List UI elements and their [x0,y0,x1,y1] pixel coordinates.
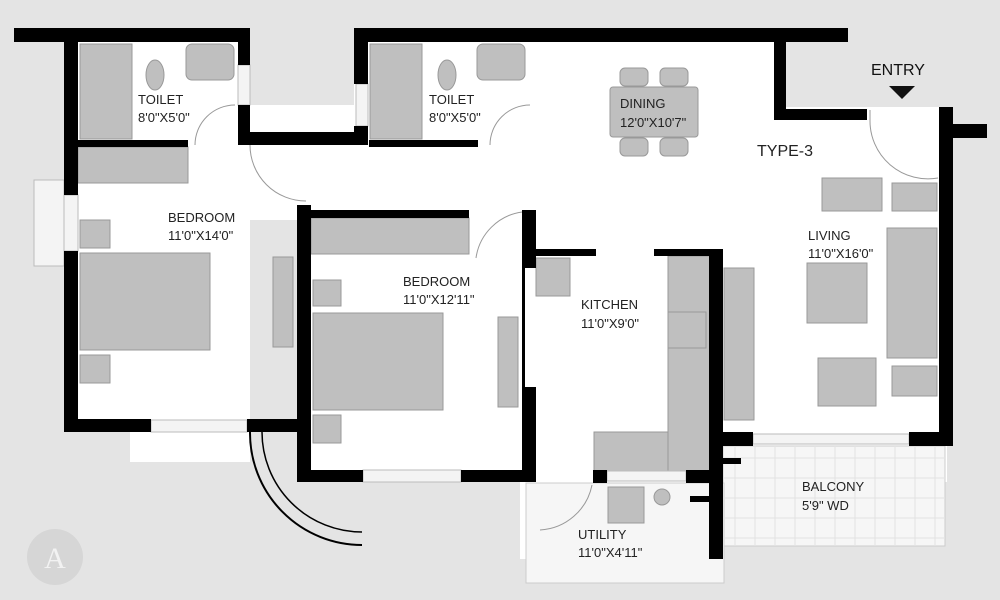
room-label-living: LIVING 11'0"X16'0" [808,228,874,261]
shower-2 [369,43,423,140]
entry-arrow-icon [889,86,915,99]
wardrobe-2 [310,217,470,255]
room-label-utility: UTILITY 11'0"X4'11" [578,527,643,560]
balcony-floor [722,445,946,547]
svg-text:8'0"X5'0": 8'0"X5'0" [138,110,190,125]
wc-2 [437,59,457,91]
watermark-logo: A [27,529,83,585]
shower-1 [79,43,133,140]
basin-2 [476,43,526,81]
wc-1 [145,59,165,91]
bedroom1-ledge [130,430,250,462]
svg-text:11'0"X16'0": 11'0"X16'0" [808,246,874,261]
svg-text:5'9" WD: 5'9" WD [802,498,849,513]
chair [619,67,649,87]
dining-table [609,86,699,138]
counter-sink [593,431,669,473]
washing-machine [607,486,645,524]
room-label-balcony: BALCONY 5'9" WD [802,479,864,513]
fridge [535,257,571,297]
side-table [312,279,342,307]
desk-2 [497,316,519,408]
svg-text:BALCONY: BALCONY [802,479,864,494]
svg-text:11'0"X4'11": 11'0"X4'11" [578,545,643,560]
svg-text:11'0"X12'11": 11'0"X12'11" [403,292,475,307]
svg-text:TOILET: TOILET [138,92,183,107]
chair [619,137,649,157]
room-label-kitchen: KITCHEN 11'0"X9'0" [581,297,639,331]
svg-text:KITCHEN: KITCHEN [581,297,638,312]
svg-text:DINING: DINING [620,96,666,111]
svg-text:A: A [44,542,66,575]
svg-text:11'0"X14'0": 11'0"X14'0" [168,228,234,243]
chair [817,357,877,407]
svg-text:BEDROOM: BEDROOM [168,210,235,225]
windows [33,64,910,483]
hob [667,311,707,349]
side-table [79,219,111,249]
room-label-toilet1: TOILET 8'0"X5'0" [138,92,190,125]
door-swings [194,104,939,546]
svg-text:LIVING: LIVING [808,228,851,243]
room-label-bedroom1: BEDROOM 11'0"X14'0" [168,210,235,243]
sofa [886,227,938,359]
bed-1 [79,252,211,351]
room-label-dining: DINING 12'0"X10'7" [620,96,687,130]
type-label: TYPE-3 [757,143,813,160]
svg-text:8'0"X5'0": 8'0"X5'0" [429,110,481,125]
chair [821,177,883,212]
tv-unit [723,267,755,421]
walls [14,28,987,559]
room-label-toilet2: TOILET 8'0"X5'0" [429,92,481,125]
bed-2 [312,312,444,411]
svg-text:11'0"X9'0": 11'0"X9'0" [581,316,639,331]
entry-label: ENTRY [871,62,925,79]
wardrobe-1 [77,146,189,184]
balcony-tiles [723,446,945,546]
svg-text:12'0"X10'7": 12'0"X10'7" [620,115,687,130]
side-table [312,414,342,444]
svg-text:TOILET: TOILET [429,92,474,107]
basin-1 [185,43,235,81]
drain [653,488,671,506]
svg-text:UTILITY: UTILITY [578,527,627,542]
room-label-bedroom2: BEDROOM 11'0"X12'11" [403,274,475,307]
coffee-table [806,262,868,324]
side-table [891,365,938,397]
side-table [79,354,111,384]
kitchen-counter [667,255,714,473]
svg-text:BEDROOM: BEDROOM [403,274,470,289]
side-table [891,182,938,212]
chair [659,137,689,157]
desk-1 [272,256,294,348]
chair [659,67,689,87]
